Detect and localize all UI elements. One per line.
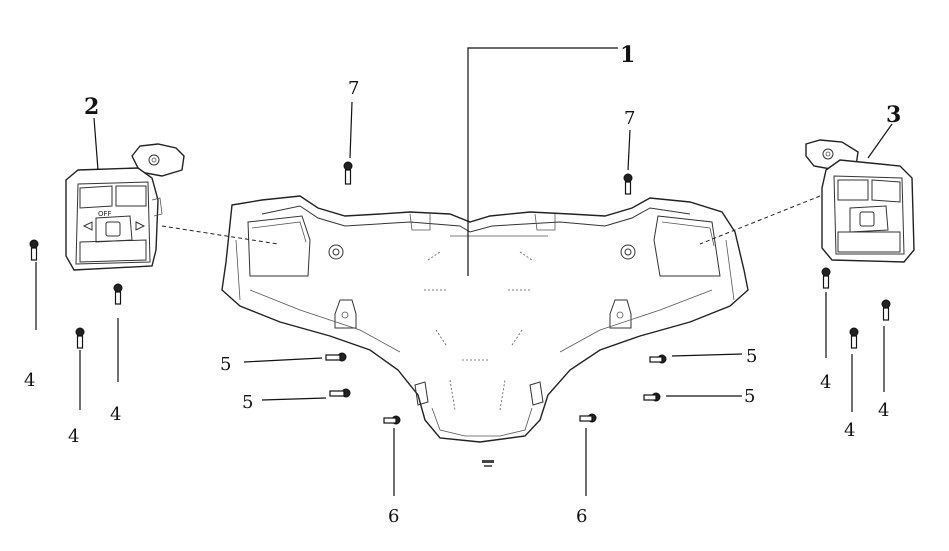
- screw-4-left-c: [113, 283, 123, 382]
- leader-3: [867, 123, 893, 159]
- callout-7-left: 7: [348, 78, 359, 99]
- screw-4-right-c: [881, 299, 891, 392]
- screw-4-right-a: [821, 267, 831, 358]
- screw-5-left-b: [261, 388, 351, 401]
- right-assembly-line: [699, 195, 821, 245]
- callout-5-right-b: 5: [744, 386, 755, 407]
- screw-6-left: [383, 415, 401, 496]
- screw-4-left-a: [29, 239, 39, 330]
- screw-5-right-b: [643, 392, 742, 402]
- leader-2: [93, 117, 99, 171]
- handlebar-cover-part: [221, 195, 749, 467]
- callout-4-right-b: 4: [844, 420, 855, 441]
- callout-5-left-b: 5: [242, 392, 253, 413]
- callout-4-right-c: 4: [878, 400, 889, 421]
- callout-6-left: 6: [388, 506, 399, 527]
- callout-4-left-a: 4: [24, 370, 35, 391]
- left-switch-housing-part: OFF: [65, 143, 185, 271]
- screw-4-right-b: [849, 327, 859, 412]
- screw-7-left: [343, 101, 353, 185]
- callout-2: 2: [84, 94, 99, 120]
- right-switch-housing-part: [805, 139, 915, 263]
- callout-6-right: 6: [576, 506, 587, 527]
- leader-1: [467, 47, 618, 276]
- screw-5-right-a: [649, 353, 743, 364]
- screw-4-left-b: [75, 327, 85, 410]
- callout-3: 3: [886, 102, 901, 128]
- screw-7-right: [623, 129, 633, 195]
- off-switch-label: OFF: [98, 210, 112, 218]
- callout-5-right-a: 5: [746, 346, 757, 367]
- left-assembly-line: [161, 225, 279, 245]
- callout-1: 1: [620, 42, 635, 68]
- screw-6-right: [579, 413, 597, 496]
- callout-5-left-a: 5: [220, 354, 231, 375]
- callout-7-right: 7: [624, 108, 635, 129]
- screw-5-left-a: [243, 352, 347, 363]
- callout-4-right-a: 4: [820, 372, 831, 393]
- callout-4-left-b: 4: [68, 426, 79, 447]
- callout-4-left-c: 4: [110, 404, 121, 425]
